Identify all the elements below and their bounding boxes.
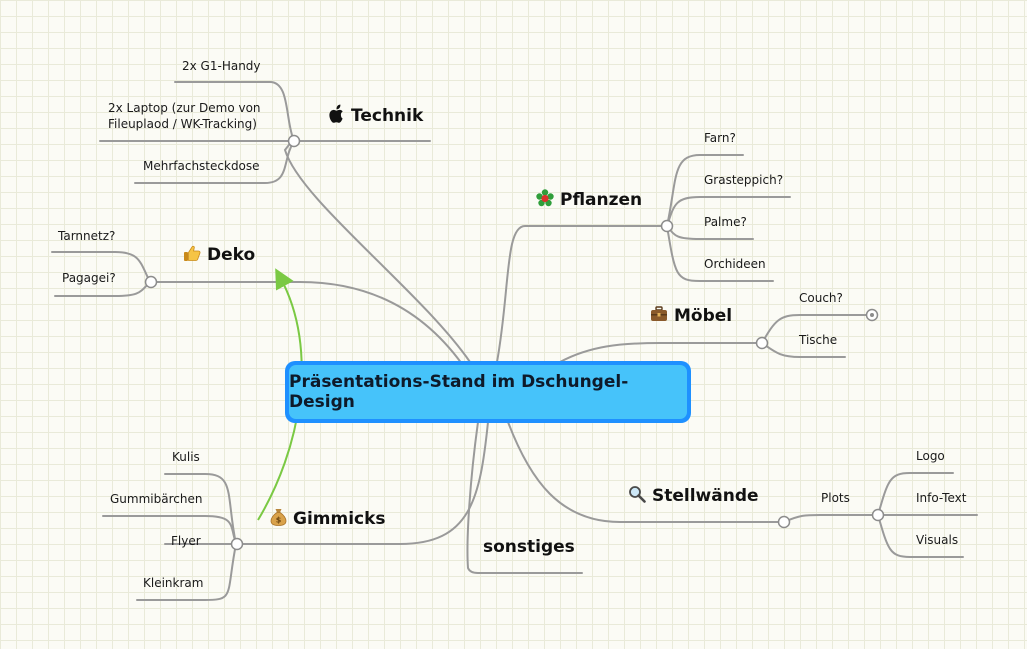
thumbs-up-icon — [183, 244, 201, 266]
gimmicks-child-4[interactable]: Kleinkram — [143, 576, 204, 590]
pflanzen-child-1[interactable]: Farn? — [704, 131, 736, 145]
topic-deko[interactable]: Deko — [183, 244, 255, 266]
knob-deko — [144, 275, 158, 289]
central-topic-label: Präsentations-Stand im Dschungel-Design — [289, 365, 687, 419]
connector-gimmicks-child-4 — [136, 543, 237, 601]
pflanzen-child-2[interactable]: Grasteppich? — [704, 173, 784, 187]
topic-technik[interactable]: Technik — [327, 104, 423, 128]
connector-gimmicks — [237, 421, 489, 545]
topic-technik-label: Technik — [351, 106, 424, 126]
technik-child-3[interactable]: Mehrfachsteckdose — [143, 159, 260, 173]
topic-stellwaende[interactable]: Stellwände — [628, 485, 759, 507]
topic-stellwaende-label: Stellwände — [652, 486, 759, 506]
deko-child-1[interactable]: Tarnnetz? — [58, 229, 116, 243]
topic-moebel[interactable]: Möbel — [650, 306, 732, 326]
connector-sonstiges — [466, 421, 583, 574]
stellwaende-child-3[interactable]: Visuals — [916, 533, 959, 547]
knob-pflanzen — [660, 219, 674, 233]
connector-stellwaende — [507, 421, 783, 523]
gimmicks-child-2[interactable]: Gummibärchen — [110, 492, 203, 506]
flower-icon — [536, 189, 554, 211]
pflanzen-child-3[interactable]: Palme? — [704, 215, 747, 229]
connector-technik-child-3 — [134, 140, 295, 184]
gimmicks-child-1[interactable]: Kulis — [172, 450, 200, 464]
central-topic[interactable]: Präsentations-Stand im Dschungel-Design — [285, 361, 691, 423]
topic-gimmicks[interactable]: $ Gimmicks — [270, 508, 386, 530]
knob-plots — [871, 508, 885, 522]
magnifier-icon — [628, 485, 646, 507]
connector-gimmicks-child-1 — [164, 473, 237, 545]
connector-technik — [283, 140, 471, 363]
connector-plots — [783, 514, 877, 523]
stellwaende-child-1[interactable]: Logo — [916, 449, 945, 463]
svg-text:$: $ — [276, 516, 282, 525]
knob-moebel — [755, 336, 769, 350]
technik-child-2[interactable]: 2x Laptop (zur Demo von Fileuplaod / WK-… — [108, 101, 261, 131]
connector-moebel-child-1 — [761, 314, 873, 344]
gimmicks-child-3[interactable]: Flyer — [171, 534, 201, 548]
connector-gimmicks-child-2 — [102, 515, 237, 545]
topic-pflanzen-label: Pflanzen — [560, 190, 643, 210]
subtopic-plots[interactable]: Plots — [821, 491, 850, 505]
apple-icon — [327, 104, 345, 128]
topic-deko-label: Deko — [207, 245, 256, 265]
connector-stellwaende-child-1 — [877, 472, 954, 516]
moebel-child-1[interactable]: Couch? — [799, 291, 843, 305]
knob-stellwaende — [777, 515, 791, 529]
knob-couch-dot — [870, 313, 874, 317]
connector-stellwaende-child-3 — [877, 514, 964, 558]
connector-deko-child-1 — [51, 251, 151, 283]
pflanzen-child-4[interactable]: Orchideen — [704, 257, 766, 271]
connector-pflanzen-child-1 — [666, 154, 744, 227]
connector-deko — [151, 281, 463, 365]
money-bag-icon: $ — [270, 508, 287, 530]
topic-sonstiges[interactable]: sonstiges — [483, 537, 575, 557]
topic-sonstiges-label: sonstiges — [483, 537, 575, 557]
topic-moebel-label: Möbel — [674, 306, 733, 326]
stellwaende-child-2[interactable]: Info-Text — [916, 491, 967, 505]
moebel-child-2[interactable]: Tische — [799, 333, 838, 347]
briefcase-icon — [650, 306, 668, 326]
topic-gimmicks-label: Gimmicks — [293, 509, 386, 529]
connector-pflanzen-child-2 — [666, 196, 791, 227]
connector-technik-child-1 — [174, 81, 295, 142]
connector-moebel — [559, 342, 761, 363]
connector-pflanzen-child-4 — [666, 225, 774, 282]
connector-pflanzen — [496, 225, 667, 363]
topic-pflanzen[interactable]: Pflanzen — [536, 189, 642, 211]
technik-child-1[interactable]: 2x G1-Handy — [182, 59, 261, 73]
knob-gimmicks — [230, 537, 244, 551]
knob-technik — [287, 134, 301, 148]
deko-child-2[interactable]: Pagagei? — [62, 271, 116, 285]
